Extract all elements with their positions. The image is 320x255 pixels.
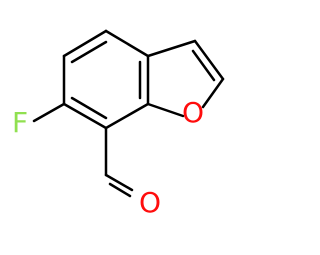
bond-c6-f bbox=[32, 102, 66, 123]
bond-c7a-c7 bbox=[104, 102, 150, 130]
bond-o-c7a bbox=[146, 102, 185, 118]
double-bond-cho-o bbox=[108, 182, 132, 198]
bond-c2-o bbox=[201, 77, 225, 109]
fluorine-label: F bbox=[12, 106, 28, 139]
bond-c4-c5 bbox=[62, 29, 108, 58]
double-bond-c7-c6 bbox=[70, 96, 108, 120]
double-bond-c4-c5 bbox=[70, 40, 108, 64]
bond-cho-o bbox=[104, 173, 134, 192]
ring-oxygen-label: O bbox=[182, 96, 204, 129]
structure-drawing: F O O bbox=[12, 29, 225, 219]
molecule-canvas: F O O bbox=[12, 29, 225, 219]
aldehyde-group bbox=[104, 126, 134, 198]
bond-c7-c6 bbox=[62, 102, 108, 130]
bond-c3-c2 bbox=[193, 39, 225, 81]
aldehyde-oxygen-label: O bbox=[139, 186, 161, 219]
furan-ring bbox=[146, 39, 225, 118]
benzene-ring bbox=[62, 29, 150, 130]
double-bond-c3-c2 bbox=[191, 49, 216, 82]
bond-c3a-c3 bbox=[146, 39, 197, 58]
bond-c5-c3a bbox=[104, 29, 150, 58]
